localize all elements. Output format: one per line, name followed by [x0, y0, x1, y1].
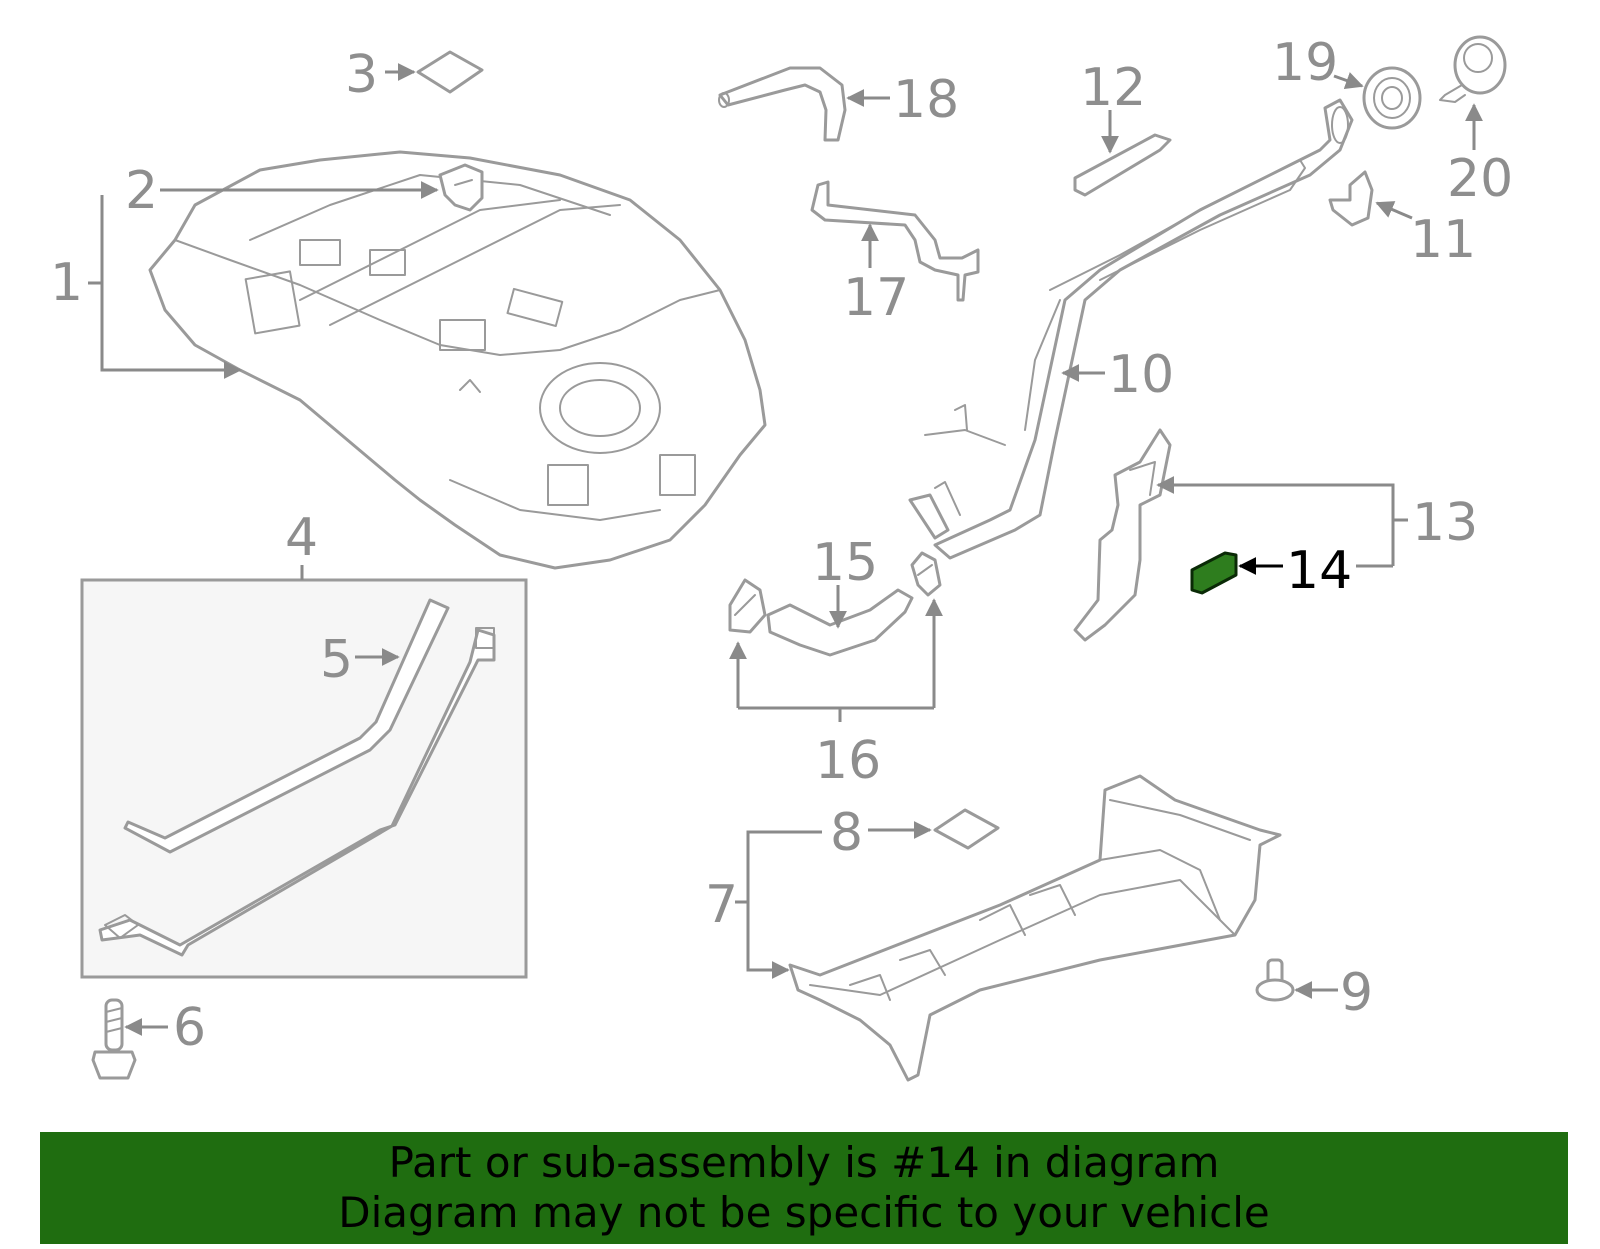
label-3: 3 — [345, 45, 378, 105]
label-15: 15 — [812, 533, 878, 593]
strap-part-5[interactable] — [98, 598, 496, 957]
label-11: 11 — [1410, 210, 1476, 270]
leader-label-12: 12 — [1080, 58, 1146, 154]
label-12: 12 — [1080, 58, 1146, 118]
info-banner: Part or sub-assembly is #14 in diagram D… — [40, 1132, 1568, 1244]
pad-part-8[interactable] — [933, 808, 1000, 850]
heat-shield-part-7[interactable] — [788, 774, 1282, 1082]
vent-tube-part-17[interactable] — [810, 180, 980, 302]
filler-bracket-part-13[interactable] — [1073, 428, 1172, 642]
bracket-label-16: 16 — [729, 598, 943, 791]
breather-hose-part-18[interactable] — [718, 66, 847, 142]
label-13: 13 — [1412, 493, 1478, 553]
leader-label-2: 2 — [125, 161, 439, 221]
label-4: 4 — [285, 508, 318, 568]
banner-line-2: Diagram may not be specific to your vehi… — [338, 1188, 1270, 1237]
bolt-part-6[interactable] — [91, 998, 137, 1080]
label-16: 16 — [815, 731, 881, 791]
leader-label-14: 14 — [1238, 541, 1393, 601]
label-18: 18 — [893, 70, 959, 130]
label-8: 8 — [830, 803, 863, 863]
label-5: 5 — [320, 630, 353, 690]
highlighted-part-14[interactable] — [1190, 551, 1238, 595]
label-7: 7 — [705, 875, 738, 935]
bracket-label-13: 13 — [1156, 476, 1478, 566]
strap-kit-box-part-4[interactable]: 4 — [80, 508, 528, 979]
bracket-label-7: 7 — [705, 830, 822, 979]
banner-line-1: Part or sub-assembly is #14 in diagram — [388, 1138, 1220, 1187]
label-2: 2 — [125, 161, 158, 221]
fuel-cap-part-20[interactable] — [1439, 35, 1507, 103]
clamps-part-16[interactable] — [728, 551, 942, 634]
leader-label-17: 17 — [843, 223, 909, 328]
leader-label-10: 10 — [1061, 345, 1174, 405]
label-20: 20 — [1447, 149, 1513, 209]
label-1: 1 — [50, 253, 83, 313]
label-17: 17 — [843, 268, 909, 328]
pad-part-3[interactable] — [416, 50, 484, 94]
leader-label-9: 9 — [1294, 963, 1373, 1023]
bracket-label-1: 1 — [50, 195, 242, 379]
leader-label-8: 8 — [830, 803, 932, 863]
leader-label-11: 11 — [1375, 201, 1476, 270]
label-9: 9 — [1340, 963, 1373, 1023]
leader-label-6: 6 — [124, 998, 206, 1058]
hose-part-15[interactable] — [766, 588, 914, 657]
filler-pipe-part-10[interactable] — [908, 98, 1354, 560]
leader-label-5: 5 — [320, 630, 400, 690]
label-19: 19 — [1272, 33, 1338, 93]
label-6: 6 — [173, 998, 206, 1058]
leader-label-15: 15 — [812, 533, 878, 629]
valve-part-2[interactable] — [438, 163, 484, 212]
label-14: 14 — [1286, 541, 1352, 601]
protector-part-12[interactable] — [1073, 133, 1172, 197]
leader-label-3: 3 — [345, 45, 416, 105]
leader-label-20: 20 — [1447, 103, 1513, 209]
leader-label-19: 19 — [1272, 33, 1364, 93]
leader-label-18: 18 — [846, 70, 959, 130]
bracket-part-11[interactable] — [1328, 170, 1374, 227]
label-10: 10 — [1108, 345, 1174, 405]
ring-part-19[interactable] — [1362, 66, 1422, 130]
clip-part-9[interactable] — [1255, 958, 1295, 1002]
fuel-tank-part-1[interactable] — [148, 150, 767, 570]
